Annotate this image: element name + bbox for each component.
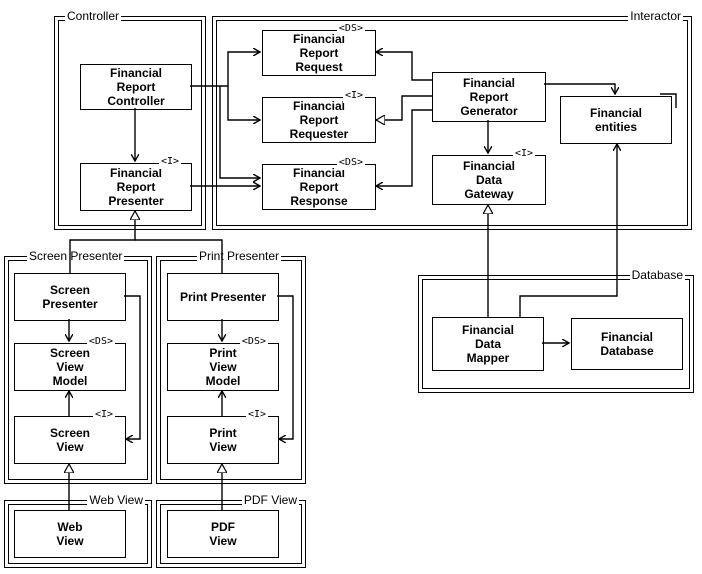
print-presenter-line-1: Print Presenter xyxy=(179,290,267,304)
interactor-package: Interactor xyxy=(212,8,692,230)
data-mapper-line-1: Financial xyxy=(461,323,514,337)
screen-presenter-line-1: Screen xyxy=(49,283,91,297)
report-request-line-2: Report xyxy=(299,46,339,60)
web-view-line-1: Web xyxy=(57,520,83,534)
report-response-line-1: Financial xyxy=(292,166,345,180)
print-view-model-stereotype: <DS> xyxy=(239,335,268,349)
screen-view-line-1: Screen xyxy=(49,426,91,440)
report-generator-line-3: Generator xyxy=(460,104,518,118)
screen-view-model-stereotype: <DS> xyxy=(86,335,115,349)
screen-view-model-line-3: Model xyxy=(52,374,88,388)
screen-presenter-package-label: Screen Presenter xyxy=(27,248,125,264)
print-view-model-line-1: Print xyxy=(209,346,237,360)
report-request-line-3: Request xyxy=(295,60,343,74)
report-presenter-line-1: Financial xyxy=(109,166,162,180)
data-gateway-line-3: Gateway xyxy=(464,187,514,201)
database-package-label: Database xyxy=(629,267,685,283)
web-view-package: Web View xyxy=(4,492,152,568)
report-controller-line-1: Financial xyxy=(109,66,162,80)
data-gateway-stereotype: <I> xyxy=(512,147,535,161)
web-view-line-2: View xyxy=(56,534,84,548)
web-view-package-label: Web View xyxy=(87,492,145,508)
report-controller-line-3: Controller xyxy=(107,94,165,108)
report-response-stereotype: <DS> xyxy=(336,156,365,170)
print-view-model-line-3: Model xyxy=(205,374,241,388)
report-presenter-line-2: Report xyxy=(116,180,156,194)
screen-presenter-line-2: Presenter xyxy=(42,297,98,311)
print-view-line-1: Print xyxy=(209,426,237,440)
print-view-line-2: View xyxy=(209,440,237,454)
data-mapper-line-3: Mapper xyxy=(466,351,510,365)
data-gateway-line-1: Financial xyxy=(462,159,515,173)
controller-package-label: Controller xyxy=(65,8,122,24)
print-presenter-package-label: Print Presenter xyxy=(197,248,282,264)
print-presenter-box: Print Presenter xyxy=(167,273,279,321)
report-response-line-2: Report xyxy=(299,180,339,194)
report-generator-line-2: Report xyxy=(469,90,509,104)
entities-line-1: Financial xyxy=(589,106,642,120)
pdf-view-line-1: PDF xyxy=(210,520,235,534)
screen-view-model-line-2: View xyxy=(56,360,84,374)
screen-view-model-line-1: Screen xyxy=(49,346,91,360)
entities-line-2: entities xyxy=(594,120,637,134)
data-mapper-line-2: Data xyxy=(474,337,501,351)
interactor-package-label: Interactor xyxy=(628,8,683,24)
report-requester-line-1: Financial xyxy=(292,99,345,113)
report-requester-line-3: Requester xyxy=(289,127,349,141)
screen-view-line-2: View xyxy=(56,440,84,454)
database-line-2: Database xyxy=(600,344,654,358)
report-requester-line-2: Report xyxy=(299,113,339,127)
report-controller-line-2: Report xyxy=(116,80,156,94)
report-response-line-3: Response xyxy=(290,194,348,208)
report-presenter-line-3: Presenter xyxy=(108,194,164,208)
report-presenter-stereotype: <I> xyxy=(158,155,181,169)
report-generator-line-1: Financial xyxy=(462,76,515,90)
report-requester-stereotype: <I> xyxy=(342,89,365,103)
print-view-model-line-2: View xyxy=(209,360,237,374)
pdf-view-package-label: PDF View xyxy=(241,492,299,508)
print-view-stereotype: <I> xyxy=(245,408,268,422)
data-gateway-line-2: Data xyxy=(475,173,502,187)
pdf-view-package: PDF View xyxy=(156,492,306,568)
pdf-view-line-2: View xyxy=(209,534,237,548)
screen-view-stereotype: <I> xyxy=(92,408,115,422)
report-request-stereotype: <DS> xyxy=(336,22,365,36)
database-line-1: Financial xyxy=(600,330,653,344)
report-request-line-1: Financial xyxy=(292,32,345,46)
